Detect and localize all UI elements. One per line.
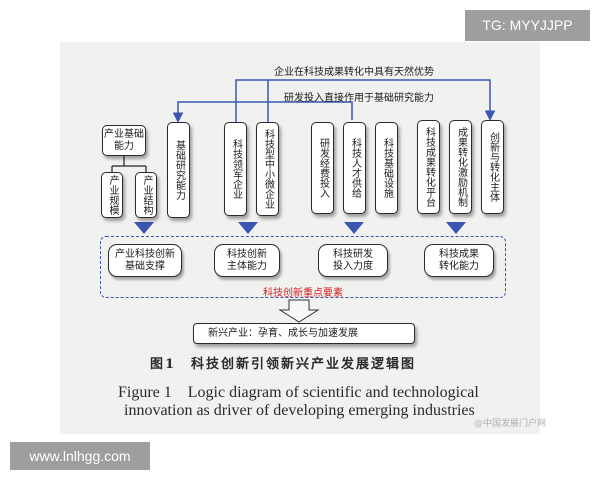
column-transfer-subject: 创新与转化主体 bbox=[481, 120, 504, 214]
caption-english-line-2: innovation as driver of developing emerg… bbox=[124, 402, 475, 419]
second-note: 研发投入直接作用于基础研究能力 bbox=[284, 93, 434, 104]
column-leading-enterprises: 科技领军企业 bbox=[224, 122, 247, 216]
column-to-box-arrows bbox=[134, 222, 466, 234]
result-box: 新兴产业：孕育、成长与加速发展 bbox=[193, 323, 415, 344]
result-arrow bbox=[278, 299, 320, 323]
column-rd-funding: 研发经费投入 bbox=[311, 122, 334, 214]
mid-box-industrial-support: 产业科技创新基础支撑 bbox=[108, 244, 182, 277]
figure-panel bbox=[60, 42, 540, 434]
caption-chinese: 图1 科技创新引领新兴产业发展逻辑图 bbox=[150, 357, 417, 372]
left-group-connectors bbox=[111, 155, 147, 173]
column-talent-supply: 科技人才供给 bbox=[343, 122, 366, 214]
column-basic-research: 基础研究能力 bbox=[167, 122, 190, 218]
top-note: 企业在科技成果转化中具有天然优势 bbox=[274, 67, 434, 78]
second-arrow bbox=[172, 101, 353, 123]
column-incentive-mechanism: 成果转化激励机制 bbox=[449, 120, 472, 214]
column-infrastructure: 科技基础设施 bbox=[375, 122, 398, 214]
mid-box-rd-intensity: 科技研发投入力度 bbox=[318, 244, 388, 277]
key-elements-region bbox=[100, 236, 506, 298]
top-badge: TG: MYYJJPP bbox=[465, 10, 590, 41]
key-elements-label: 科技创新重点要素 bbox=[263, 288, 343, 299]
mid-box-transfer-capability: 科技成果转化能力 bbox=[424, 244, 494, 277]
column-sme-enterprises: 科技型中小微企业 bbox=[256, 122, 279, 216]
top-arrow bbox=[235, 79, 496, 122]
caption-english-line-1: Figure 1 Logic diagram of scientific and… bbox=[118, 384, 479, 401]
watermark-text: @中国发展门户网 bbox=[474, 419, 547, 429]
mid-box-subject-capability: 科技创新主体能力 bbox=[214, 244, 280, 277]
column-transfer-platform: 科技成果转化平台 bbox=[417, 120, 440, 214]
left-group-sub-1: 产业规模 bbox=[101, 172, 123, 218]
left-group-main: 产业基础能力 bbox=[102, 125, 146, 156]
left-group-sub-2: 产业结构 bbox=[135, 172, 157, 218]
bottom-badge: www.lnlhgg.com bbox=[10, 442, 150, 470]
